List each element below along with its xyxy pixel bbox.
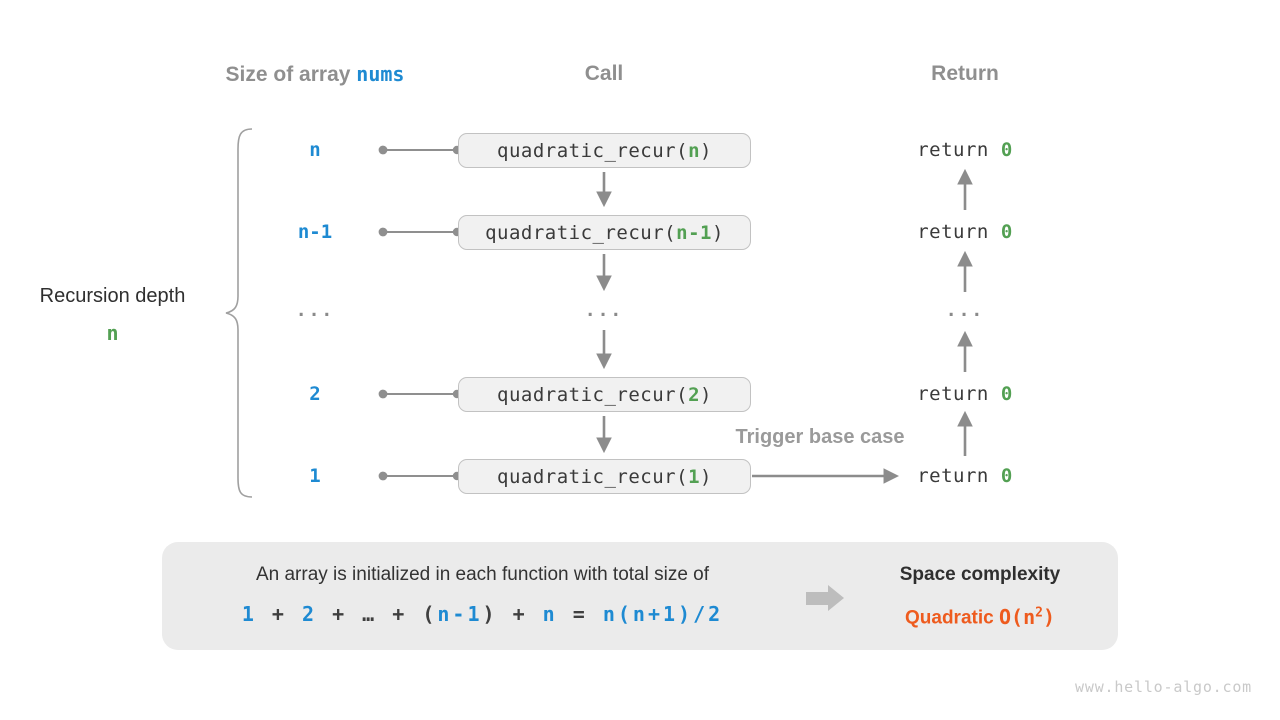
return-keyword: return — [917, 465, 1001, 487]
header-size-prefix: Size of array — [225, 63, 357, 86]
call-box-n: quadratic_recur(n) — [458, 133, 751, 168]
call-close: ) — [700, 139, 712, 162]
size-label-1: 1 — [309, 465, 321, 487]
return-value: 0 — [1000, 139, 1013, 161]
summary-panel — [162, 542, 1118, 650]
return-keyword: return — [917, 139, 1001, 161]
call-close: ) — [711, 221, 724, 244]
call-box-n-1: quadratic_recur(n-1) — [458, 215, 751, 250]
return-keyword: return — [917, 383, 1001, 405]
header-call: Call — [584, 62, 624, 85]
size-label-n-1: n-1 — [297, 221, 333, 243]
complexity-word: Quadratic — [905, 607, 999, 629]
return-row-n: return 0 — [890, 137, 1040, 163]
return-value: 0 — [1000, 383, 1013, 405]
return-row-2: return 0 — [890, 381, 1040, 407]
call-arg: 2 — [688, 383, 701, 406]
recursion-depth-value: n — [106, 321, 119, 345]
call-arg: 1 — [688, 465, 701, 488]
call-ellipsis: ... — [584, 300, 624, 321]
header-size-of-array: Size of array nums — [165, 60, 465, 88]
call-arg: n-1 — [676, 221, 712, 244]
size-label-2: 2 — [309, 383, 321, 405]
complexity-result: Quadratic O(n2) — [850, 599, 1110, 629]
header-nums-code: nums — [356, 62, 405, 86]
return-row-n-1: return 0 — [890, 219, 1040, 245]
summary-right-arrow-icon — [806, 592, 828, 605]
complexity-big-o: O(n2) — [998, 604, 1055, 629]
call-arg: n — [688, 139, 701, 162]
return-keyword: return — [917, 221, 1001, 243]
summary-right-arrow-icon-head — [828, 585, 844, 611]
call-close: ) — [700, 465, 712, 488]
call-close: ) — [700, 383, 712, 406]
return-row-1: return 0 — [890, 463, 1040, 489]
size-ellipsis: ... — [295, 300, 335, 321]
summary-formula: 1 + 2 + … + (n-1) + n = n(n+1)/2 — [241, 602, 724, 626]
summary-sentence: An array is initialized in each function… — [255, 564, 710, 585]
call-fn: quadratic_recur( — [497, 383, 689, 406]
header-return: Return — [931, 62, 999, 85]
call-fn: quadratic_recur( — [497, 465, 689, 488]
size-label-n: n — [309, 139, 321, 161]
trigger-base-case-label: Trigger base case — [735, 426, 905, 448]
call-fn: quadratic_recur( — [485, 221, 677, 244]
space-complexity-label: Space complexity — [899, 564, 1061, 585]
site-watermark: www.hello-algo.com — [1075, 678, 1252, 696]
return-ellipsis: ... — [945, 300, 985, 321]
recursion-depth-label: Recursion depth — [39, 285, 186, 307]
call-box-2: quadratic_recur(2) — [458, 377, 751, 412]
call-fn: quadratic_recur( — [497, 139, 689, 162]
return-value: 0 — [1000, 465, 1013, 487]
call-box-1: quadratic_recur(1) — [458, 459, 751, 494]
return-value: 0 — [1000, 221, 1013, 243]
